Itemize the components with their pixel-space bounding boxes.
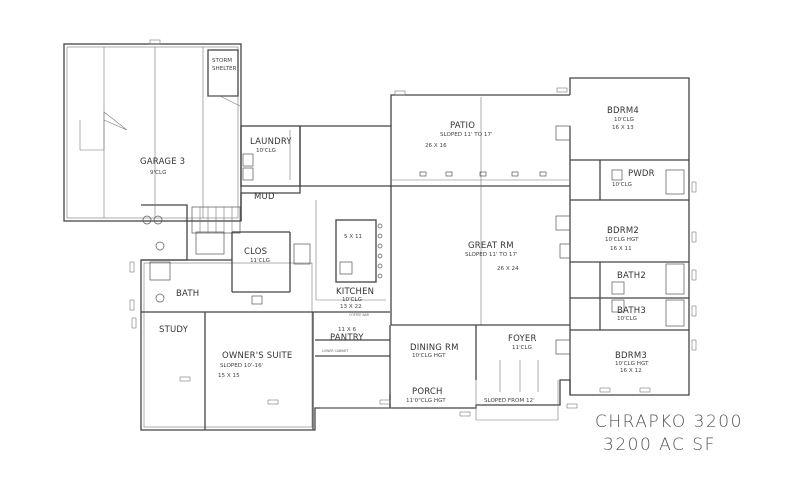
- bath3-detail: 10'CLG: [617, 316, 637, 322]
- bdrm4-size: 16 X 13: [612, 125, 634, 131]
- laundry-name: LAUNDRY: [250, 137, 292, 147]
- pantry-size: 11 X 6: [338, 327, 357, 333]
- bdrm4-detail: 10'CLG: [614, 117, 634, 123]
- kitchen-size: 13 X 22: [340, 304, 362, 310]
- patio-detail: SLOPED 11' TO 17': [440, 132, 493, 138]
- great-detail: SLOPED 11' TO 17': [465, 252, 518, 258]
- bath-name: BATH: [176, 289, 199, 299]
- dining-name: DINING RM: [410, 343, 459, 353]
- kitchen-fixtures: [293, 219, 383, 283]
- mud-name: MUD: [254, 192, 275, 202]
- dimension-markers: [129, 39, 697, 417]
- study-name: STUDY: [159, 325, 189, 335]
- garage-detail: 9'CLG: [150, 170, 166, 176]
- clos-detail: 11'CLG: [250, 258, 270, 264]
- bdrm3-detail: 10'CLG HGT: [615, 361, 649, 367]
- garage-name: GARAGE 3: [140, 157, 185, 167]
- room-labels: GARAGE 3 9'CLG STORM SHELTER LAUNDRY 10'…: [140, 58, 655, 404]
- coffee-bar-label: COFFEE BAR: [349, 313, 370, 317]
- kitchen-island-size: 5 X 11: [344, 234, 363, 240]
- interior-walls: [141, 97, 689, 430]
- great-name: GREAT RM: [468, 241, 514, 251]
- porch-name: PORCH: [412, 387, 443, 397]
- bdrm3-size: 16 X 12: [620, 368, 642, 374]
- porch-note: SLOPED FROM 12': [484, 398, 535, 404]
- foyer-detail: 11'CLG: [512, 345, 532, 351]
- bath2-name: BATH2: [617, 271, 646, 281]
- pwdr-name: PWDR: [628, 169, 655, 179]
- clos-name: CLOS: [244, 247, 267, 257]
- dining-detail: 10'CLG HGT: [412, 353, 446, 359]
- great-size: 26 X 24: [497, 266, 519, 272]
- porch-patio-details: [320, 171, 570, 421]
- bath3-name: BATH3: [617, 306, 646, 316]
- bath-fixtures: [149, 125, 685, 355]
- plan-area: 3200 AC SF: [603, 435, 716, 455]
- bdrm3-name: BDRM3: [615, 351, 647, 361]
- bdrm2-detail: 10'CLG HGT: [605, 237, 639, 243]
- plan-title: CHRAPKO 3200: [595, 412, 743, 432]
- garage-details: [79, 47, 241, 225]
- owners-detail: SLOPED 10'-16': [220, 363, 263, 369]
- owners-size: 15 X 15: [218, 373, 240, 379]
- laundry-detail: 10'CLG: [256, 148, 276, 154]
- lower-cabinet-label: LOWER CABINET: [322, 349, 348, 353]
- pwdr-detail: 10'CLG: [612, 182, 632, 188]
- pantry-name: PANTRY: [330, 333, 364, 343]
- patio-name: PATIO: [450, 121, 475, 131]
- owners-name: OWNER'S SUITE: [222, 351, 292, 361]
- kitchen-name: KITCHEN: [336, 287, 374, 297]
- porch-detail: 11'0"CLG HGT: [406, 398, 446, 404]
- bdrm2-name: BDRM2: [607, 226, 639, 236]
- storm-line1: STORM: [212, 58, 232, 64]
- bdrm2-size: 16 X 11: [610, 246, 632, 252]
- patio-size: 26 X 16: [425, 143, 447, 149]
- foyer-name: FOYER: [508, 334, 537, 344]
- bdrm4-name: BDRM4: [607, 106, 639, 116]
- storm-line2: SHELTER: [212, 66, 237, 72]
- laundry-mud-area: [191, 125, 301, 255]
- kitchen-detail: 10'CLG: [342, 297, 362, 303]
